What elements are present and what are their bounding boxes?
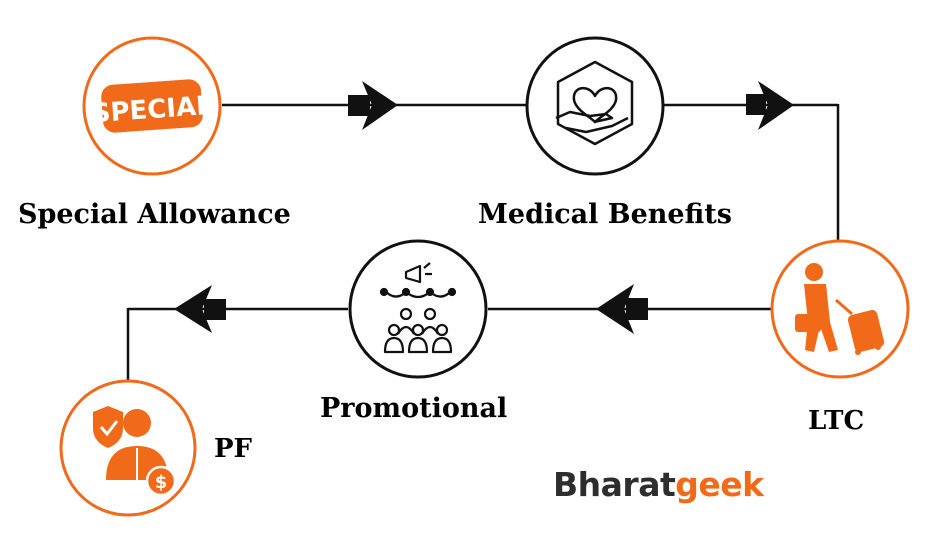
connector-lines [126,103,840,383]
brand-logo-part2: geek [675,465,764,504]
arrow-left-1-icon [596,284,648,334]
employee-shield-dollar-icon: $ [93,406,177,497]
promotional-label: Promotional [320,393,508,424]
special-badge-icon: SPECIAL [91,79,214,133]
medical-benefits-label: Medical Benefits [478,199,732,230]
arrow-right-2-icon [746,81,794,130]
svg-text:$: $ [155,472,168,493]
arrow-left-2-icon [174,285,226,333]
pf-label: PF [214,434,253,464]
brand-logo-part1: Bharat [553,465,676,504]
traveler-luggage-icon [795,263,885,355]
pf-node: $ [59,379,197,517]
special-allowance-label: Special Allowance [18,199,291,230]
special-allowance-node: SPECIAL [82,36,222,176]
brand-logo: Bharatgeek [553,468,764,501]
ltc-label: LTC [808,406,865,436]
audience-megaphone-icon [379,262,457,354]
medical-benefits-node [525,36,665,176]
heart-hand-icon [555,60,634,146]
promotional-node [348,239,488,379]
arrow-right-1-icon [348,81,398,130]
ltc-node [770,239,910,379]
